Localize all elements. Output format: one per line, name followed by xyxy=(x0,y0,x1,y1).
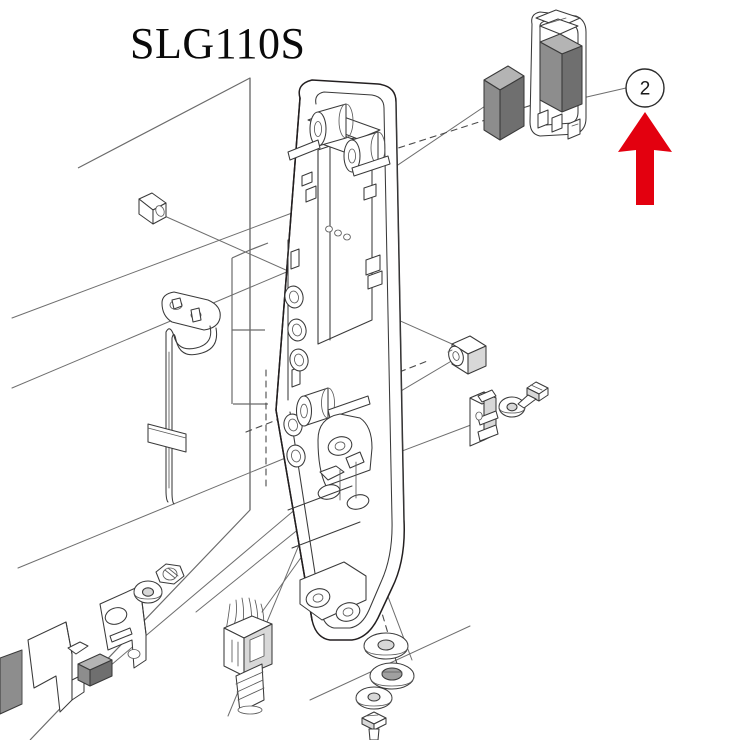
red-highlight-arrow xyxy=(618,112,672,205)
battery-housing xyxy=(529,9,587,140)
lower-pivot-assembly xyxy=(287,387,373,622)
side-roller xyxy=(447,335,487,375)
clip-screw xyxy=(517,381,549,409)
pivot-spacer xyxy=(369,662,415,690)
spring-clip xyxy=(469,389,499,447)
bracket-washer xyxy=(133,580,163,604)
battery-module xyxy=(483,65,525,141)
bracket-nut xyxy=(155,563,185,585)
chassis-slots xyxy=(283,248,309,468)
callout-2[interactable]: 2 xyxy=(625,68,665,108)
top-roller-assembly xyxy=(287,103,391,177)
roller-upper-left xyxy=(309,103,354,147)
upper-bushing xyxy=(138,192,167,225)
wire-connector xyxy=(223,597,273,715)
corner-cover xyxy=(0,621,89,715)
pivot-washer-upper xyxy=(363,632,409,660)
callout-number: 2 xyxy=(640,79,651,100)
pivot-washer-lower xyxy=(355,686,393,710)
main-chassis xyxy=(275,79,405,641)
ground-wire-assembly xyxy=(147,291,221,505)
pivot-screw xyxy=(361,711,387,740)
page-title: SLG110S xyxy=(130,19,305,68)
chassis-screw-bosses xyxy=(325,225,351,241)
corner-pad xyxy=(77,653,113,687)
callout-circle xyxy=(625,68,665,108)
clip-washer xyxy=(498,396,526,418)
